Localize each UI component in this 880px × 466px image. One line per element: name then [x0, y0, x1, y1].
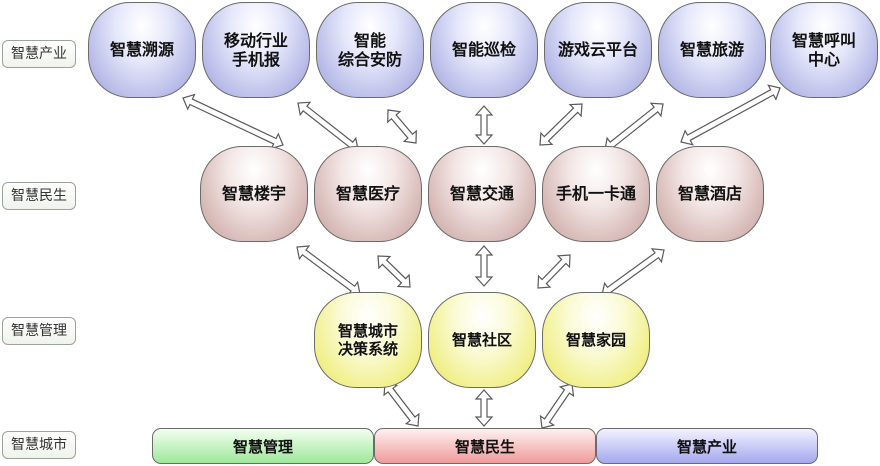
- node-security: 智能 综合安防: [316, 2, 424, 98]
- node-decision-system: 智慧城市 决策系统: [314, 292, 422, 388]
- double-arrow: [377, 255, 411, 288]
- double-arrow: [601, 248, 665, 297]
- node-mobile-card: 手机一卡通: [542, 146, 650, 242]
- double-arrow: [296, 245, 361, 296]
- node-game-cloud: 游戏云平台: [544, 2, 652, 98]
- double-arrow: [539, 383, 575, 429]
- double-arrow: [539, 103, 583, 146]
- side-label-industry: 智慧产业: [2, 40, 76, 68]
- side-label-management: 智慧管理: [2, 317, 76, 345]
- double-arrow: [474, 245, 494, 287]
- double-arrow: [474, 105, 494, 145]
- node-hotel: 智慧酒店: [656, 146, 764, 242]
- node-inspection: 智能巡检: [430, 2, 538, 98]
- node-transport: 智慧交通: [428, 146, 536, 242]
- double-arrow: [537, 254, 571, 289]
- node-traceability: 智慧溯源: [88, 2, 196, 98]
- double-arrow: [474, 389, 494, 427]
- node-building: 智慧楼宇: [200, 146, 308, 242]
- double-arrow: [387, 109, 417, 144]
- double-arrow: [383, 382, 420, 427]
- double-arrow: [604, 102, 664, 152]
- node-mobile-newspaper: 移动行业 手机报: [202, 2, 310, 98]
- node-tourism: 智慧旅游: [658, 2, 766, 98]
- double-arrow: [297, 101, 359, 152]
- bar-livelihood: 智慧民生: [374, 428, 596, 464]
- side-label-city: 智慧城市: [2, 431, 76, 459]
- double-arrow: [182, 93, 284, 150]
- node-homeland: 智慧家园: [542, 292, 650, 388]
- node-community: 智慧社区: [428, 292, 536, 388]
- bar-industry: 智慧产业: [596, 428, 818, 464]
- bar-management: 智慧管理: [152, 428, 374, 464]
- node-medical: 智慧医疗: [314, 146, 422, 242]
- side-label-livelihood: 智慧民生: [2, 182, 76, 210]
- node-call-center: 智慧呼叫 中心: [770, 2, 878, 98]
